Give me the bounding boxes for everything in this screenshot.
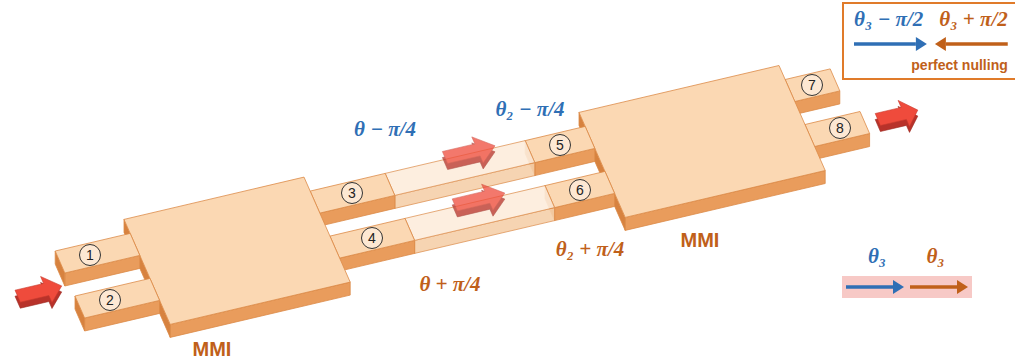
light-arrow-top [875, 100, 918, 126]
port-number: 7 [801, 74, 823, 96]
block-top-face [525, 126, 595, 162]
port-number: 6 [569, 179, 591, 201]
phase-arrow-shaft [910, 285, 957, 289]
light-arrow [442, 137, 495, 170]
arrow-layer [842, 276, 972, 298]
block-top-face [55, 233, 140, 273]
phase-arrow-head [916, 37, 927, 51]
port-number: 4 [361, 227, 383, 249]
port-number: 8 [829, 117, 851, 139]
block-top-face [805, 112, 870, 147]
waveguide-block [545, 171, 615, 220]
light-arrow [15, 277, 62, 309]
light-arrows [15, 100, 918, 308]
block-top-face [75, 278, 160, 318]
block-top-face [310, 173, 395, 213]
waveguide-block [55, 233, 140, 286]
block-top-face [785, 69, 840, 102]
phase-arrow-head [957, 280, 968, 294]
phase-legend-box: θ₃ − π/2 θ₃ + π/2 perfect nulling [842, 2, 1015, 80]
note-text: perfect nulling [911, 57, 1007, 74]
light-arrow [875, 100, 918, 132]
light-arrow-top [15, 277, 62, 303]
mmi-label: MMI [681, 228, 720, 252]
phase-arrow-shaft [946, 42, 1008, 46]
phase-arrow-shaft [854, 42, 916, 46]
port-number: 2 [99, 289, 121, 311]
waveguide-block [330, 218, 415, 271]
phase-label: θ₂ + π/4 [556, 237, 625, 262]
phase-label: θ + π/4 [419, 272, 480, 297]
phase-label: θ₂ − π/4 [495, 97, 564, 122]
block-top-face [330, 218, 415, 258]
phase-arrow-head [893, 280, 904, 294]
phase-arrow-head [935, 37, 946, 51]
mmi-label: MMI [193, 337, 232, 361]
block-top-face [579, 66, 825, 218]
phase-label: θ₃ [926, 244, 944, 269]
light-arrow [452, 184, 505, 217]
waveguide-block [579, 66, 825, 231]
light-arrow-top [452, 184, 505, 211]
port-number: 1 [79, 244, 101, 266]
block-top-face [545, 171, 615, 207]
port-number: 5 [549, 134, 571, 156]
port-number: 3 [341, 182, 363, 204]
phase-arrow-shaft [846, 285, 893, 289]
phase-band: θ₃ θ₃ [842, 244, 972, 300]
phase-label: θ − π/4 [354, 117, 416, 142]
waveguide-block [75, 278, 160, 331]
phase-label: θ₃ + π/2 [939, 7, 1008, 32]
phase-label: θ₃ − π/2 [854, 7, 923, 32]
phase-label: θ₃ [868, 244, 886, 269]
light-arrow-top [442, 137, 495, 164]
waveguide-block [310, 173, 395, 226]
pink-band [842, 276, 972, 298]
waveguide-structure [55, 66, 869, 338]
waveguide-block [525, 126, 595, 175]
